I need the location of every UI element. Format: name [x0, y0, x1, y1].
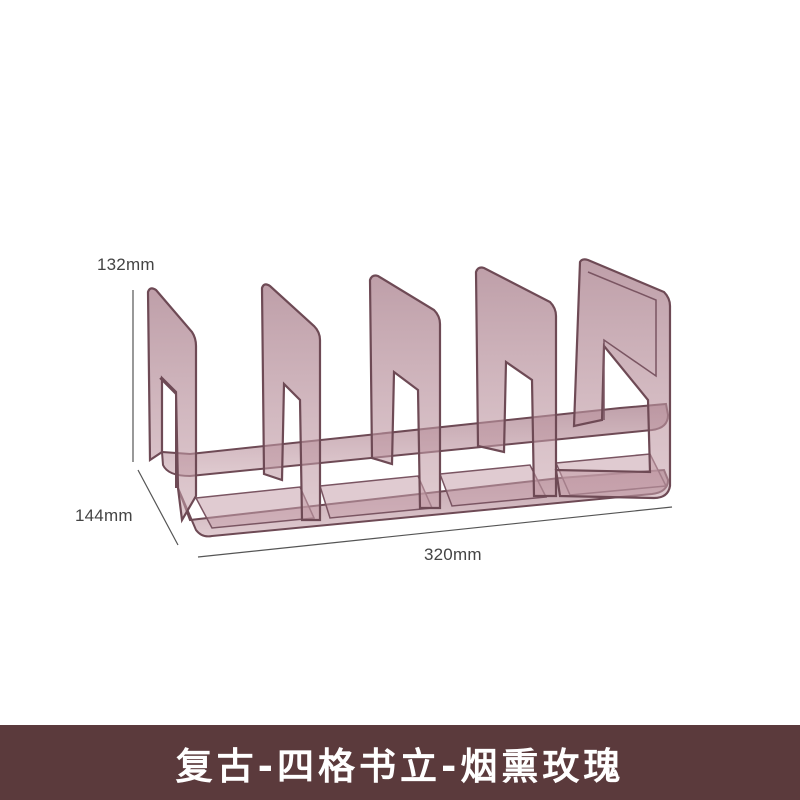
left-end-panel — [146, 287, 198, 524]
divider-panel — [474, 266, 558, 498]
dimension-lines — [132, 290, 673, 558]
width-dimension-line — [197, 506, 673, 558]
divider-panel — [368, 274, 442, 510]
width-dimension-label: 320mm — [424, 545, 482, 564]
product-illustration — [132, 258, 673, 558]
depth-dimension-line — [137, 469, 179, 546]
height-dimension-label: 132mm — [97, 255, 155, 274]
product-title: 复古-四格书立-烟熏玫瑰 — [175, 744, 625, 788]
divider-panel — [260, 283, 322, 522]
right-end-panel — [554, 258, 672, 500]
product-title-banner: 复古-四格书立-烟熏玫瑰 — [0, 725, 800, 800]
depth-dimension-label: 144mm — [75, 506, 133, 525]
